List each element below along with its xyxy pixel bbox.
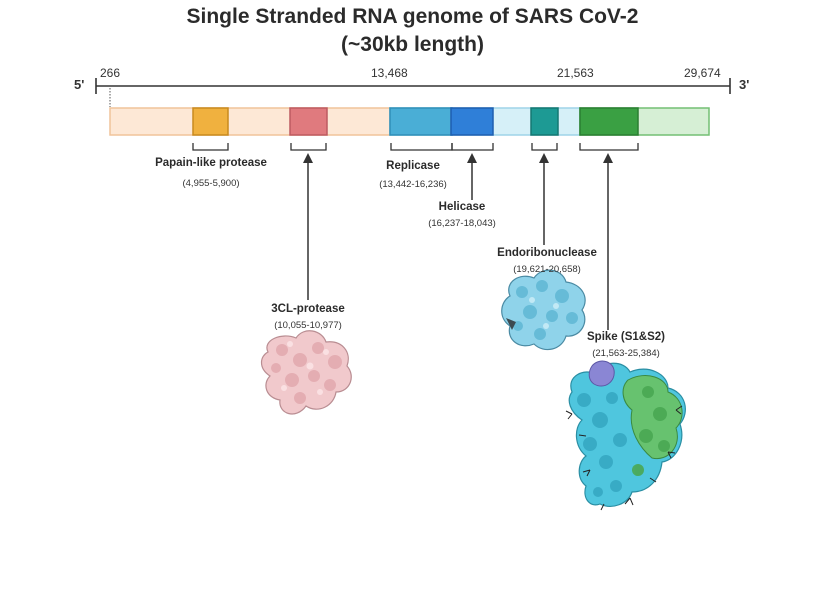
three-prime-label: 3' (739, 77, 750, 92)
papain-like-protease-label: Papain-like protease (155, 157, 267, 169)
3cl-bracket (290, 143, 327, 151)
position-start-label: 266 (100, 66, 121, 80)
papain-bracket (192, 143, 229, 151)
3cl-protease-label: 3CL-protease (271, 303, 345, 315)
five-prime-label: 5' (74, 77, 85, 92)
replicase-range: (13,442-16,236) (379, 179, 447, 190)
position-spike-start-label: 21,563 (557, 66, 594, 80)
replicase-bracket (390, 143, 453, 151)
endoribonuclease-range: (19,621-20,658) (513, 264, 581, 275)
spike-bracket (579, 143, 639, 151)
3cl-arrowhead (303, 153, 313, 163)
helicase-range: (16,237-18,043) (428, 218, 496, 229)
3cl-protease-range: (10,055-10,977) (274, 320, 342, 331)
endoribonuclease-block (530, 107, 559, 136)
figure-title: Single Stranded RNA genome of SARS CoV-2 (186, 5, 639, 28)
replicase-label: Replicase (386, 160, 440, 172)
endoribonuclease-bracket (531, 143, 558, 151)
position-end-label: 29,674 (684, 66, 721, 80)
3cl-protease-block (289, 107, 328, 136)
helicase-label: Helicase (438, 201, 486, 213)
position-orf1-end-label: 13,468 (371, 66, 408, 80)
endoribonuclease-structure-image (501, 269, 586, 351)
endoribonuclease-label: Endoribonuclease (497, 247, 597, 259)
papain-like-protease-range: (4,955-5,900) (182, 178, 240, 189)
figure-subtitle: (~30kb length) (341, 33, 484, 56)
endoribonuclease-arrowhead (539, 153, 549, 163)
spike-range: (21,563-25,384) (592, 348, 660, 359)
spike-label: Spike (S1&S2) (587, 331, 665, 343)
helicase-arrowhead (467, 153, 477, 163)
3cl-protease-structure-image (260, 330, 352, 415)
orf1a-region (109, 107, 391, 136)
replicase-block (389, 107, 453, 136)
spike-block (579, 107, 639, 136)
papain-like-protease-block (192, 107, 229, 136)
helicase-block (450, 107, 494, 136)
spike-arrowhead (603, 153, 613, 163)
helicase-bracket (451, 143, 494, 151)
spike-structure-image (565, 360, 686, 511)
